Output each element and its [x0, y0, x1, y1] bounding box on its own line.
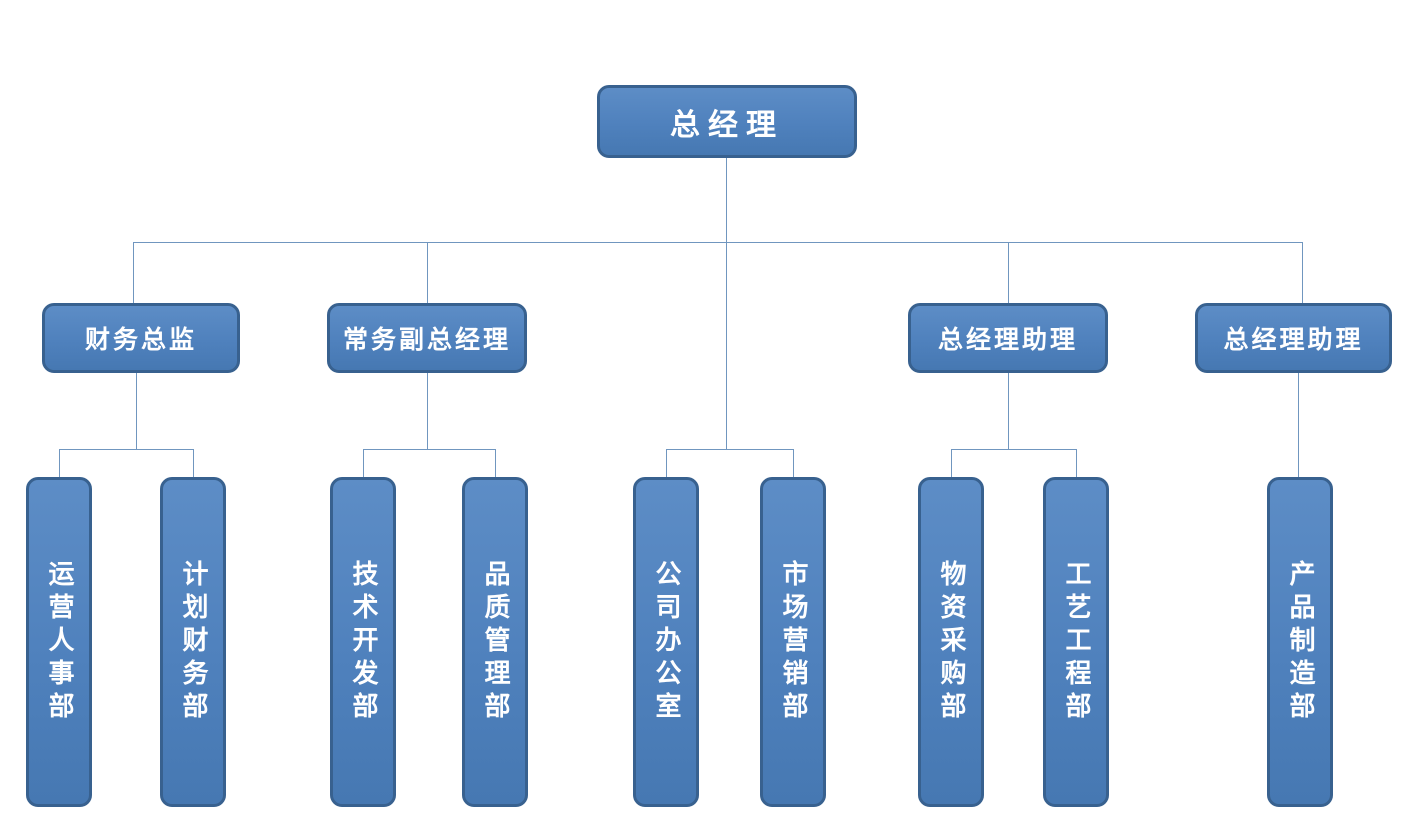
- connector-drop-deputy-gm: [427, 242, 428, 303]
- org-node-label: 市场营销部: [778, 559, 808, 725]
- connector-drop-quality-management: [495, 449, 496, 477]
- org-node-deputy-general-manager: 常务副总经理: [327, 303, 527, 373]
- connector-root-to-direct-depts: [726, 242, 727, 449]
- org-node-dept-operations-hr: 运营人事部: [26, 477, 92, 807]
- org-node-label: 公司办公室: [651, 559, 681, 725]
- org-node-label: 常务副总经理: [342, 325, 511, 354]
- org-node-label: 品质管理部: [480, 559, 510, 725]
- connector-stem-gm-assistant-1: [1008, 373, 1009, 449]
- org-node-label: 财务总监: [84, 325, 197, 354]
- connector-main-horizontal: [133, 242, 1303, 243]
- connector-stem-gm-assistant-2: [1298, 373, 1299, 477]
- org-node-gm-assistant-2: 总经理助理: [1195, 303, 1392, 373]
- connector-drop-materials-procurement: [951, 449, 952, 477]
- org-node-dept-planning-finance: 计划财务部: [160, 477, 226, 807]
- connector-drop-marketing: [793, 449, 794, 477]
- connector-splitter-deputy-gm: [363, 449, 495, 450]
- org-node-label: 总经理助理: [937, 325, 1078, 354]
- connector-drop-finance-director: [133, 242, 134, 303]
- connector-stem-deputy-gm: [427, 373, 428, 449]
- org-node-label: 物资采购部: [936, 559, 966, 725]
- connector-drop-operations-hr: [59, 449, 60, 477]
- connector-drop-tech-development: [363, 449, 364, 477]
- connector-drop-process-engineering: [1076, 449, 1077, 477]
- org-node-label: 工艺工程部: [1061, 559, 1091, 725]
- org-node-label: 技术开发部: [348, 559, 378, 725]
- connector-drop-planning-finance: [193, 449, 194, 477]
- org-node-label: 总经理: [670, 107, 784, 143]
- connector-splitter-root-depts: [666, 449, 793, 450]
- org-node-label: 产品制造部: [1285, 559, 1315, 725]
- org-node-dept-company-office: 公司办公室: [633, 477, 699, 807]
- org-node-dept-quality-management: 品质管理部: [462, 477, 528, 807]
- connector-root-stem: [726, 158, 727, 242]
- org-node-general-manager: 总经理: [597, 85, 857, 158]
- org-node-dept-process-engineering: 工艺工程部: [1043, 477, 1109, 807]
- connector-stem-finance-director: [136, 373, 137, 449]
- org-node-label: 计划财务部: [178, 559, 208, 725]
- org-node-label: 总经理助理: [1223, 325, 1364, 354]
- org-node-dept-marketing: 市场营销部: [760, 477, 826, 807]
- connector-drop-company-office: [666, 449, 667, 477]
- connector-drop-gm-assistant-2: [1302, 242, 1303, 303]
- connector-splitter-finance: [59, 449, 193, 450]
- connector-drop-gm-assistant-1: [1008, 242, 1009, 303]
- org-node-finance-director: 财务总监: [42, 303, 240, 373]
- org-node-dept-materials-procurement: 物资采购部: [918, 477, 984, 807]
- org-node-dept-product-manufacturing: 产品制造部: [1267, 477, 1333, 807]
- org-node-dept-tech-development: 技术开发部: [330, 477, 396, 807]
- org-node-gm-assistant-1: 总经理助理: [908, 303, 1108, 373]
- org-node-label: 运营人事部: [44, 559, 74, 725]
- connector-splitter-gm-assistant-1: [951, 449, 1076, 450]
